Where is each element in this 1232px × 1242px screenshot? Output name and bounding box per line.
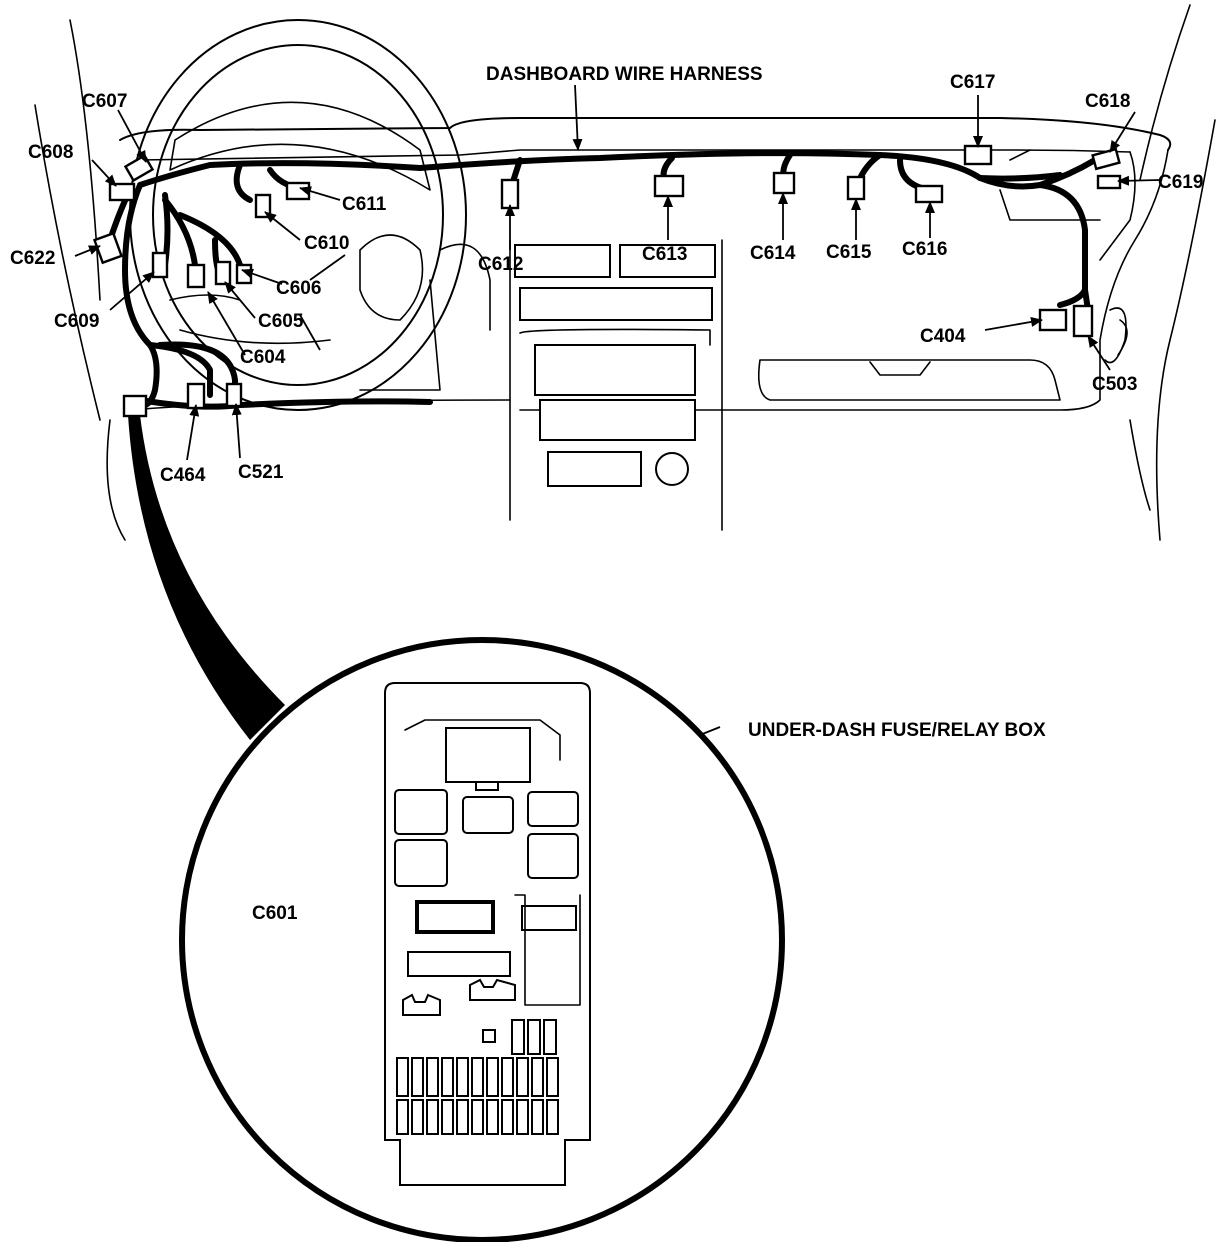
label-c612: C612 [478,254,523,275]
harness-label: DASHBOARD WIRE HARNESS [486,64,763,85]
fuse-relay-box [384,682,591,1186]
label-c604: C604 [240,347,286,368]
label-c404: C404 [920,326,966,347]
label-c606: C606 [276,278,321,299]
label-c619: C619 [1158,172,1203,193]
c601-connector [415,900,495,934]
label-c521: C521 [238,462,284,483]
label-c617: C617 [950,72,995,93]
label-c611: C611 [342,194,387,215]
label-c605: C605 [258,311,304,332]
label-c464: C464 [160,465,206,486]
label-c503: C503 [1092,374,1137,395]
fuse-grid [396,1019,559,1135]
label-c614: C614 [750,243,796,264]
label-c601: C601 [252,903,298,924]
label-c618: C618 [1085,91,1130,112]
label-c608: C608 [28,142,73,163]
fuse-box-label: UNDER-DASH FUSE/RELAY BOX [748,720,1046,741]
label-c607: C607 [82,91,127,112]
label-c613: C613 [642,244,687,265]
dashboard-outline [34,4,1216,541]
label-c622: C622 [10,248,55,269]
labels: DASHBOARD WIRE HARNESS UNDER-DASH FUSE/R… [10,64,1203,924]
label-c610: C610 [304,233,349,254]
label-c616: C616 [902,239,947,260]
label-c615: C615 [826,242,872,263]
label-c609: C609 [54,311,99,332]
